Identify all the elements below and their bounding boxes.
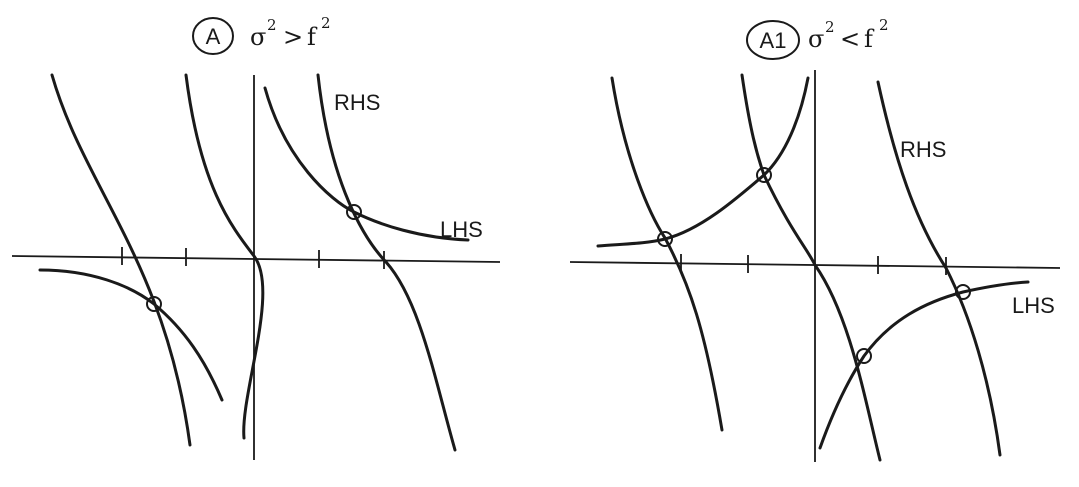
panel-a1-f-exp: 2 — [879, 16, 889, 34]
panel-a-badge-circle — [192, 17, 234, 55]
panel-a1-badge-label: A1 — [760, 28, 787, 53]
panel-a-rhs-branch-2 — [184, 73, 265, 440]
panel-a1-intersection-marker — [756, 167, 772, 183]
panel-a1-intersection-marker — [955, 284, 971, 300]
panel-a1-rhs-branch-3 — [876, 80, 1002, 457]
panel-a1-f: f — [864, 25, 875, 53]
panel-a1-rhs-branch-1 — [610, 76, 724, 432]
panel-a-rhs-branch-1 — [50, 73, 192, 447]
panel-a1-badge-circle — [746, 20, 800, 60]
panel-a1-sigma-exp: 2 — [825, 18, 835, 36]
panel-a1-operator: < — [840, 25, 860, 53]
panel-a1: A1 σ 2 < f 2 RHS LHS — [569, 16, 1061, 462]
panel-a-operator: > — [283, 23, 303, 51]
panel-a-f-exp: 2 — [321, 14, 331, 32]
panel-a-intersection-marker — [146, 296, 162, 312]
panel-a-title: A σ 2 > f 2 — [192, 14, 331, 55]
panel-a-rhs-branch-3 — [316, 73, 457, 452]
panel-a: A σ 2 > f 2 RHS LHS — [11, 14, 501, 460]
panel-a1-lhs-label: LHS — [1012, 293, 1055, 318]
panel-a-lhs-upper — [263, 86, 470, 242]
panel-a1-lhs-upper — [596, 76, 810, 248]
panel-a-sigma: σ — [250, 23, 266, 51]
panel-a1-rhs-branch-2 — [740, 73, 882, 462]
panel-a-badge-label: A — [206, 24, 221, 49]
panel-a1-intersection-marker — [856, 348, 872, 364]
panel-a1-intersection-marker — [657, 231, 673, 247]
panel-a-rhs-label: RHS — [334, 90, 380, 115]
panel-a-lhs-lower — [38, 268, 224, 402]
panel-a-sigma-exp: 2 — [267, 16, 277, 34]
panel-a1-title: A1 σ 2 < f 2 — [746, 16, 889, 60]
panel-a-f: f — [307, 23, 318, 51]
panel-a-intersection-marker — [346, 204, 362, 220]
panel-a1-lhs-lower — [818, 280, 1030, 450]
panel-a1-rhs-label: RHS — [900, 137, 946, 162]
panel-a-lhs-label: LHS — [440, 217, 483, 242]
panel-a1-sigma: σ — [808, 25, 824, 53]
